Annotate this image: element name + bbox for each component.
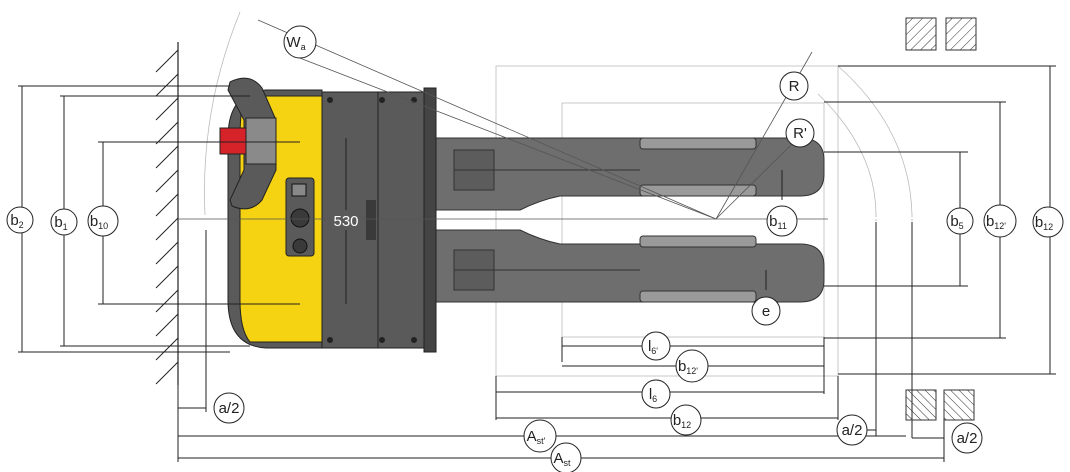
svg-text:l6: l6 [649,386,657,404]
svg-text:e: e [762,303,770,320]
svg-text:b11: b11 [769,213,787,231]
label-b12-prime-vertical: b12' [983,204,1017,238]
svg-text:Ast: Ast [553,450,571,468]
dimension-lines-right [765,65,1056,375]
obstacle-hatch-top-1 [905,17,937,51]
tiller-handle [219,77,277,210]
wall-left [155,42,179,385]
label-b1: b1 [50,208,78,236]
svg-text:b5: b5 [950,213,963,231]
pallet-outline-outer [495,65,839,377]
svg-text:l6': l6' [648,338,658,356]
label-r-prime: R' [785,118,815,148]
obstacle-hatch-bottom-1 [905,389,937,421]
svg-text:b1: b1 [54,214,67,232]
label-b12-horizontal: b12 [670,404,702,436]
label-b10: b10 [87,205,119,237]
label-ast: Ast [550,442,582,472]
label-a2-right: a/2 [951,422,983,454]
turning-arc-wa [204,11,241,216]
label-l6-prime: l6' [641,331,671,361]
label-b5: b5 [946,207,974,235]
label-530: 530 [330,210,364,230]
svg-text:b12': b12' [986,213,1006,231]
control-panel [285,177,315,257]
fork-upper [435,137,825,211]
svg-text:R: R [789,78,800,95]
label-ast-prime: Ast' [523,419,557,453]
truck-body [227,87,437,353]
svg-text:R': R' [793,125,807,142]
obstacle-hatch-top-2 [945,17,977,51]
svg-text:b12': b12' [678,358,698,376]
turning-arc-outer [837,65,913,216]
fork-lower [435,229,825,303]
turning-arc-inner [817,93,877,216]
svg-text:a/2: a/2 [842,422,863,439]
label-a2-left: a/2 [213,392,245,424]
label-wa: Wa [283,25,317,59]
label-l6: l6 [641,379,671,409]
svg-text:b12: b12 [673,412,691,430]
label-b12-vertical: b12 [1032,206,1064,238]
label-r: R [779,71,809,101]
svg-text:Ast': Ast' [527,428,546,446]
label-b2: b2 [6,206,34,234]
label-e: e [751,296,781,326]
svg-text:530: 530 [333,213,358,230]
svg-text:b10: b10 [90,213,108,231]
svg-text:b2: b2 [10,212,23,230]
pallet-outline-inner [561,102,825,338]
label-a2-mid: a/2 [836,414,868,446]
obstacle-hatch-bottom-2 [943,389,975,421]
svg-text:b12: b12 [1035,214,1053,232]
label-b12-prime-horizontal: b12' [675,349,709,383]
svg-text:a/2: a/2 [219,400,240,417]
label-b11: b11 [766,205,798,237]
svg-text:Wa: Wa [286,34,305,52]
svg-text:a/2: a/2 [957,430,978,447]
